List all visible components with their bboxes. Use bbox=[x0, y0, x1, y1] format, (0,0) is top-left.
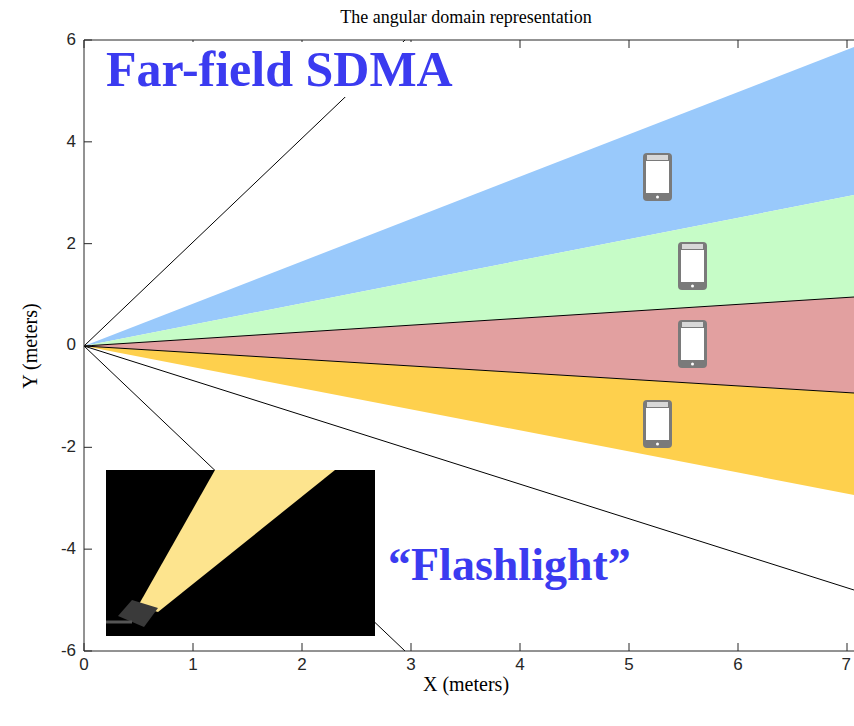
phone-icon bbox=[678, 320, 707, 368]
tick-label: 7 bbox=[842, 656, 851, 675]
phone-icon bbox=[643, 153, 672, 201]
tick-label: -4 bbox=[61, 540, 76, 559]
inset-label: “Flashlight” bbox=[386, 540, 633, 591]
tick-label: -2 bbox=[61, 438, 76, 457]
axis-label: X (meters) bbox=[423, 673, 509, 695]
flashlight-handle bbox=[106, 621, 132, 624]
boundary-line bbox=[84, 346, 854, 393]
axes-frame bbox=[84, 40, 854, 651]
phone-icon bbox=[678, 242, 707, 290]
tick-label: 1 bbox=[188, 656, 197, 675]
tick-label: 6 bbox=[733, 656, 742, 675]
flashlight-inset bbox=[106, 470, 375, 636]
tick-label: 0 bbox=[67, 336, 76, 355]
tick-label: 2 bbox=[297, 656, 306, 675]
heading-label: Far-field SDMA bbox=[104, 42, 455, 97]
light-cone bbox=[138, 470, 335, 612]
tick-label: -6 bbox=[61, 642, 76, 661]
tick-label: 2 bbox=[67, 234, 76, 253]
axis-label: Y (meters) bbox=[19, 303, 41, 388]
tick-label: 5 bbox=[624, 656, 633, 675]
tick-label: 0 bbox=[79, 656, 88, 675]
chart-title: The angular domain representation bbox=[340, 8, 591, 28]
tick-label: 6 bbox=[67, 31, 76, 50]
boundary-line bbox=[84, 297, 854, 346]
inset-background bbox=[106, 470, 375, 636]
tick-label: 4 bbox=[67, 132, 76, 151]
phone-icon bbox=[643, 400, 672, 448]
phone-icons bbox=[643, 153, 707, 448]
tick-label: 4 bbox=[515, 656, 524, 675]
tick-marks bbox=[84, 40, 847, 651]
boundary-line bbox=[84, 346, 405, 651]
tick-label: 3 bbox=[406, 656, 415, 675]
axes-background bbox=[84, 40, 854, 651]
